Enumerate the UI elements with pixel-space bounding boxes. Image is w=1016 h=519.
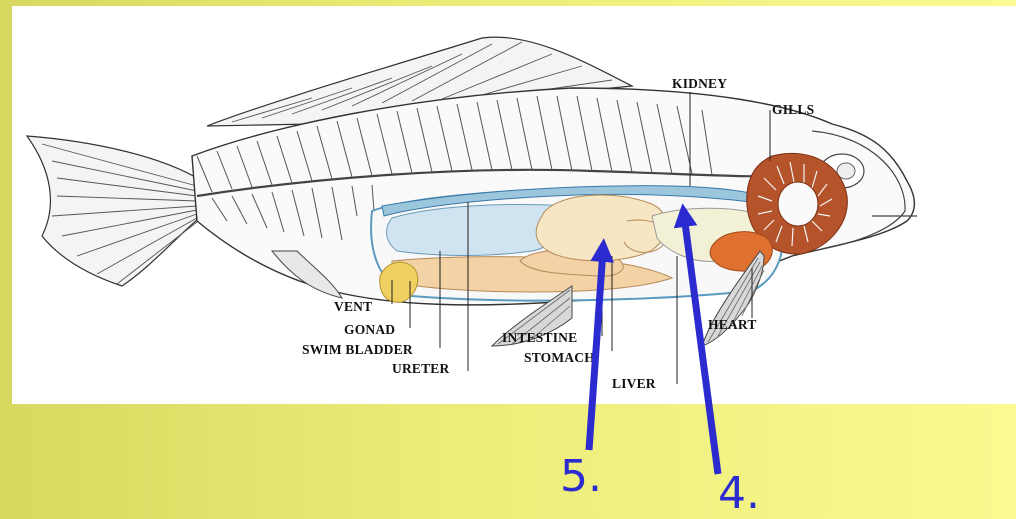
diagram-panel: KIDNEY GILLS VENT GONAD SWIM BLADDER URE… xyxy=(12,6,1016,404)
tail-fin xyxy=(27,136,202,286)
label-vent: VENT xyxy=(334,299,372,314)
gill-center xyxy=(778,182,818,226)
label-liver: LIVER xyxy=(612,376,656,391)
label-stomach: STOMACH xyxy=(524,350,595,365)
fish-anatomy-diagram: KIDNEY GILLS VENT GONAD SWIM BLADDER URE… xyxy=(12,6,1016,404)
label-gills: GILLS xyxy=(772,102,814,117)
label-gonad: GONAD xyxy=(344,322,395,337)
label-swim-bladder: SWIM BLADDER xyxy=(302,342,413,357)
stomach xyxy=(536,195,667,261)
marker-5-label: 5. xyxy=(560,455,602,499)
label-kidney: KIDNEY xyxy=(672,76,727,91)
label-intestine: INTESTINE xyxy=(502,330,577,345)
marker-4-label: 4. xyxy=(718,472,760,516)
label-heart: HEART xyxy=(708,317,757,332)
label-ureter: URETER xyxy=(392,361,450,376)
